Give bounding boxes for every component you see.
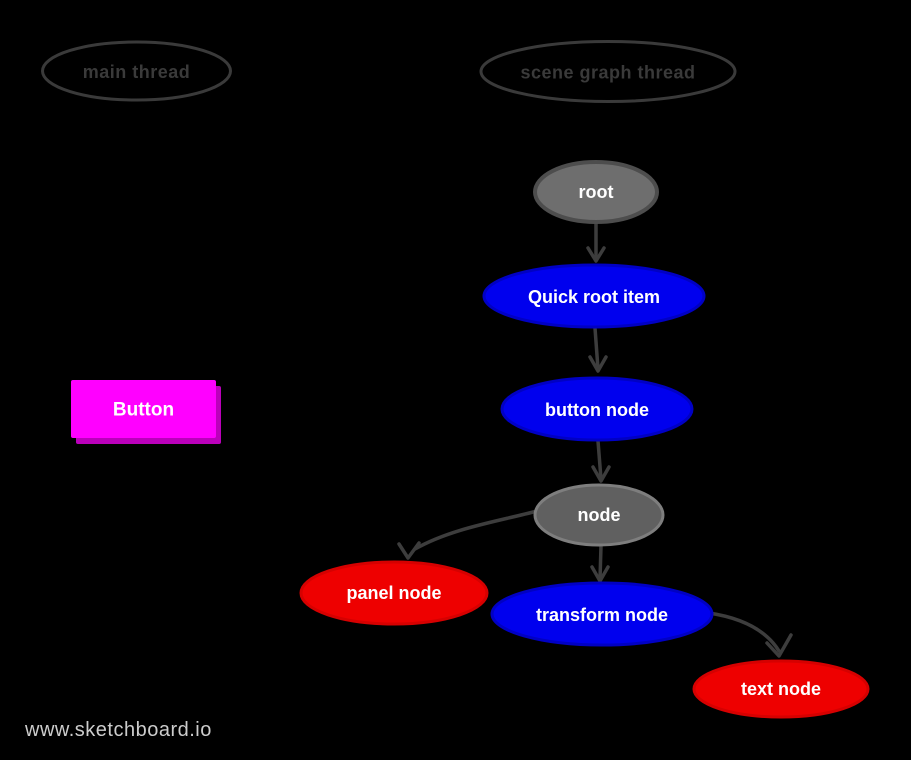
node-root[interactable]: root: [533, 160, 659, 224]
edge-node-to-transform-node[interactable]: [590, 544, 610, 583]
text-node-ellipse[interactable]: [692, 659, 870, 719]
node-transform-node[interactable]: transform node: [490, 581, 714, 647]
edge-line: [707, 611, 781, 653]
edge-quick-root-item-to-button-node[interactable]: [588, 326, 608, 373]
node-button-node[interactable]: button node: [500, 376, 694, 442]
button-node-ellipse[interactable]: [500, 376, 694, 442]
arrowhead-icon: [397, 541, 421, 560]
main-thread-label: main thread: [83, 62, 191, 82]
button-node-label: button node: [545, 400, 649, 420]
edge-root-to-quick-root-item[interactable]: [586, 221, 606, 263]
group-main-thread[interactable]: main thread: [41, 40, 232, 102]
main-thread-ellipse[interactable]: [41, 40, 232, 102]
edge-transform-node-to-text-node[interactable]: [707, 611, 793, 658]
arrowhead-icon: [588, 355, 608, 373]
scene-graph-thread-ellipse[interactable]: [479, 40, 737, 103]
node-ellipse[interactable]: [533, 483, 665, 547]
watermark: www.sketchboard.io: [24, 719, 212, 741]
node-node[interactable]: node: [533, 483, 665, 547]
arrowhead-icon: [590, 565, 610, 583]
button-shape[interactable]: Button: [71, 380, 221, 444]
arrowhead-icon: [591, 465, 611, 483]
edge-line: [413, 509, 539, 551]
group-scene-graph-thread[interactable]: scene graph thread: [479, 40, 737, 103]
edge-button-node-to-node[interactable]: [591, 439, 611, 483]
arrowhead-icon: [586, 246, 606, 263]
panel-node-label: panel node: [346, 583, 441, 603]
root-ellipse[interactable]: [533, 160, 659, 224]
quick-root-item-label: Quick root item: [528, 287, 660, 307]
transform-node-label: transform node: [536, 605, 668, 625]
quick-root-item-ellipse[interactable]: [482, 263, 706, 329]
arrowhead-icon: [765, 633, 793, 658]
edge-node-to-panel-node[interactable]: [397, 509, 539, 560]
panel-node-ellipse[interactable]: [299, 560, 489, 626]
edge-line: [598, 544, 603, 581]
scene-graph-thread-label: scene graph thread: [520, 63, 695, 83]
node-text-node[interactable]: text node: [692, 659, 870, 719]
node-quick-root-item[interactable]: Quick root item: [482, 263, 706, 329]
edge-line: [593, 326, 600, 371]
root-label: root: [579, 182, 614, 202]
transform-node-ellipse[interactable]: [490, 581, 714, 647]
button-rect[interactable]: [71, 380, 216, 438]
node-panel-node[interactable]: panel node: [299, 560, 489, 626]
edge-line: [596, 439, 603, 481]
button-label: Button: [113, 400, 174, 421]
node-label: node: [578, 505, 621, 525]
text-node-label: text node: [741, 679, 821, 699]
